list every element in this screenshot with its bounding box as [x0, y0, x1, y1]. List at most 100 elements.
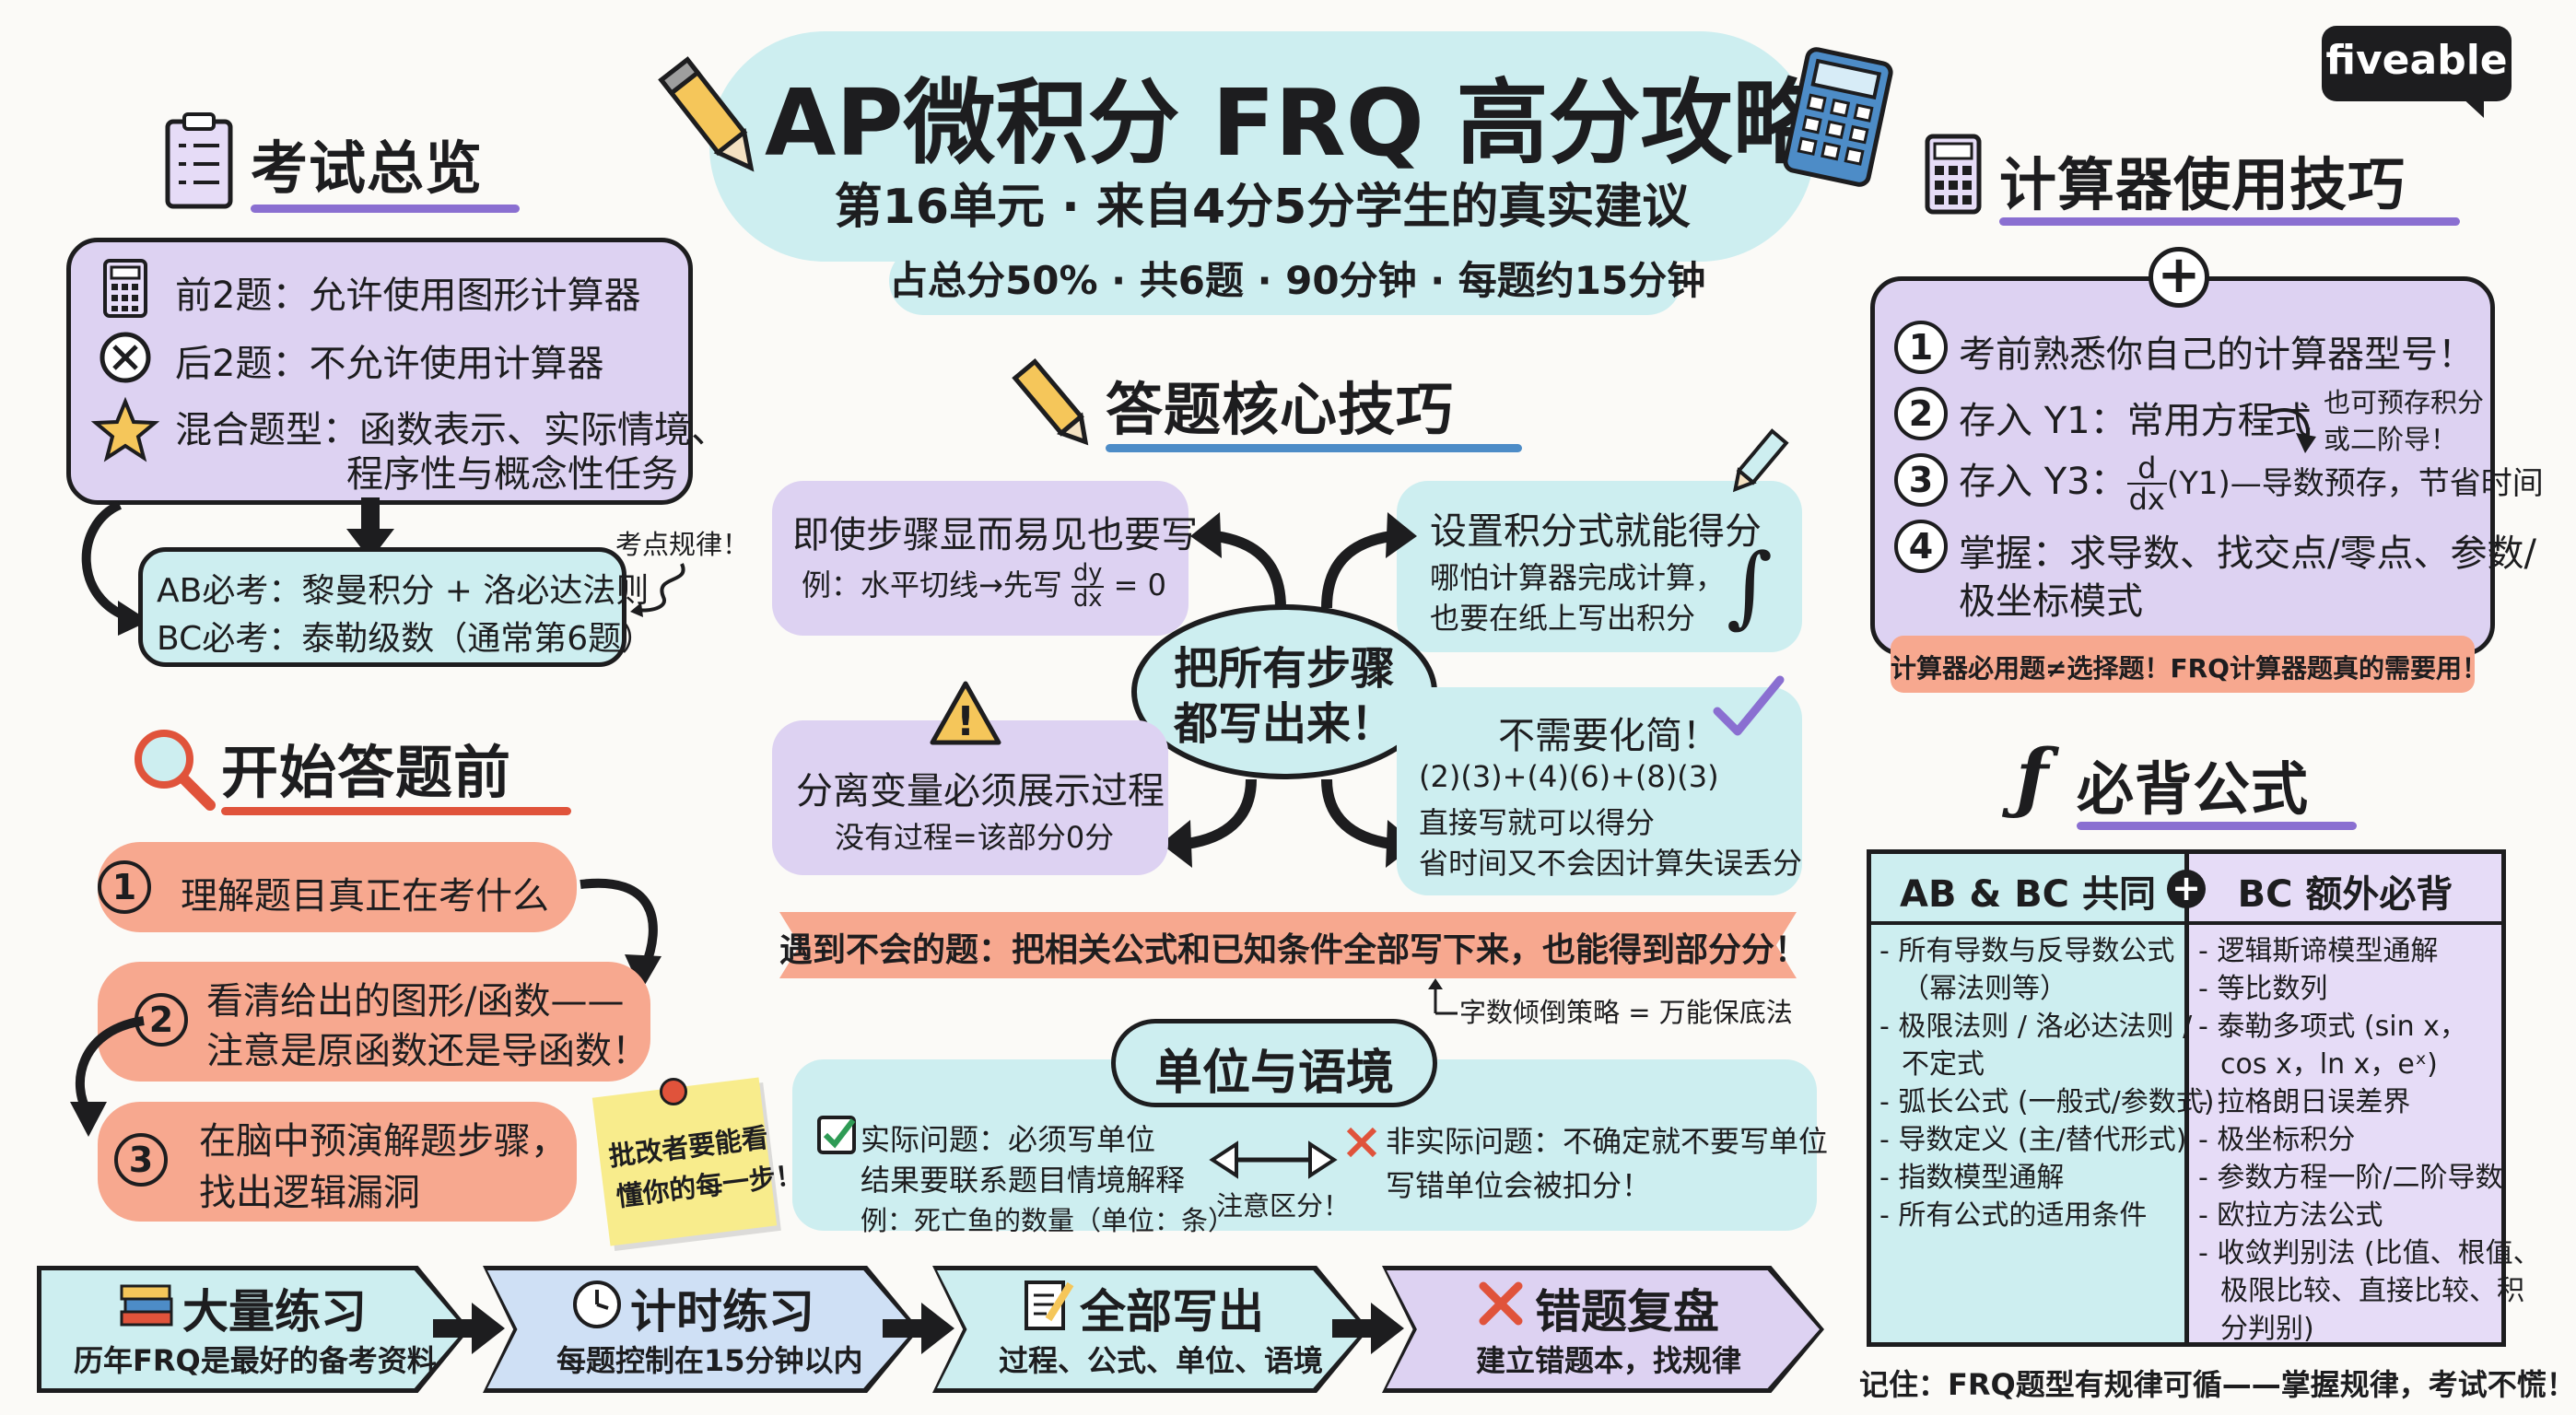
units-real-title: 实际问题：必须写单位: [861, 1122, 1156, 1157]
step-bar-write-all-sub: 过程、公式、单位、语境: [999, 1343, 1324, 1378]
list-item: - 所有公式的适用条件: [1879, 1199, 2148, 1232]
exam-pattern-note: 考点规律！: [615, 529, 750, 560]
overview-item-2: 后2题：不允许使用计算器: [175, 343, 604, 385]
tip-separation-line1: 没有过程=该部分0分: [835, 820, 1115, 855]
x-mark-icon: [1346, 1127, 1377, 1158]
clipboard-icon: [165, 112, 233, 209]
title-banner: [709, 31, 1815, 262]
pencil-icon: [1732, 428, 1789, 493]
list-item: - 欧拉方法公式: [2198, 1199, 2383, 1232]
list-item: - 极限法则 / 洛必达法则 /: [1879, 1011, 2193, 1043]
magnifier-icon: [135, 730, 216, 811]
step-bar-practice-sub: 历年FRQ是最好的备考资料: [74, 1343, 437, 1378]
before-step-2-line2: 注意是原函数还是导函数！: [206, 1030, 649, 1072]
formulas-col-bc: [2189, 854, 2501, 1342]
before-step-3-line2: 找出逻辑漏洞: [199, 1172, 420, 1214]
pencil-icon: [1012, 357, 1089, 446]
calc-tip-1-text: 考前熟悉你自己的计算器型号！: [1959, 333, 2475, 376]
list-item: cos x，ln x，eˣ): [2220, 1048, 2438, 1081]
plus-icon: +: [2167, 870, 2206, 908]
curved-arrow-icon: [70, 1016, 145, 1137]
checkbox-checked-icon: [817, 1116, 856, 1154]
tip-setup-integral-line2: 也要在纸上写出积分: [1430, 601, 1696, 636]
list-item: - 等比数列: [2198, 973, 2328, 1005]
partial-credit-note: 字数倾倒策略 = 万能保底法: [1459, 997, 1793, 1028]
calculator-icon: [1925, 134, 1982, 215]
overview-card: [66, 238, 693, 505]
small-arrow-icon: [1428, 978, 1458, 1015]
no-calculator-icon: [100, 332, 151, 383]
function-icon: ƒ: [2016, 733, 2049, 822]
step-bar-practice-title: 大量练习: [182, 1285, 367, 1339]
list-item: - 导数定义 (主/替代形式): [1879, 1124, 2187, 1156]
overview-item-1: 前2题：允许使用图形计算器: [175, 275, 641, 317]
calculator-title-underline: [1999, 217, 2460, 226]
list-item: 不定式: [1902, 1048, 1985, 1081]
frac-top: dy: [1071, 559, 1105, 588]
pencil-icon: [658, 56, 755, 172]
list-item: - 指数模型通解: [1879, 1162, 2065, 1194]
formulas-bc-header: BC 额外必背: [2237, 873, 2453, 916]
curved-arrow-icon: [580, 878, 662, 991]
before-step-1-text: 理解题目真正在考什么: [181, 875, 549, 918]
x-mark-icon: [1479, 1281, 1523, 1326]
core-title-underline: [1106, 444, 1522, 452]
tip-card-setup-integral: [1397, 481, 1802, 652]
before-step-2-line1: 看清给出的图形/函数——: [206, 980, 625, 1023]
page-subtitle: 第16单元 · 来自4分5分学生的真实建议: [834, 180, 1691, 235]
list-item: - 泰勒多项式 (sin x，: [2198, 1011, 2467, 1043]
list-item: - 极坐标积分: [2198, 1124, 2356, 1156]
example-prefix: 例：水平切线→先写: [802, 567, 1062, 602]
center-callout-line1: 把所有步骤: [1173, 643, 1395, 695]
before-step-3-line1: 在脑中预演解题步骤，: [199, 1120, 568, 1163]
arrow-right-icon: [1332, 1303, 1404, 1354]
brand-logo-tail: [2460, 96, 2484, 118]
arrow-right-icon: [883, 1303, 954, 1354]
formulas-ab-list: - 所有导数与反导数公式 （幂法则等） - 极限法则 / 洛必达法则 / 不定式…: [1879, 932, 2215, 1234]
step-number-1: 1: [98, 860, 151, 914]
list-item: - 弧长公式 (一般式/参数式): [1879, 1086, 2215, 1118]
center-callout-line2: 都写出来！: [1173, 698, 1395, 750]
list-item: - 收敛判别法 (比值、根值、: [2198, 1237, 2541, 1269]
step-bar-timed-title: 计时练习: [630, 1285, 814, 1339]
page-title: AP微积分 FRQ 高分攻略: [765, 69, 1825, 177]
before-title-underline: [221, 807, 571, 815]
tip-no-simplify-line3: 省时间又不会因计算失误丢分: [1419, 846, 1803, 881]
calc-tip-2-aside1: 也可预存积分: [2324, 387, 2485, 418]
plus-icon: +: [2149, 247, 2209, 308]
warning-icon: !: [930, 681, 1001, 745]
center-callout: [1131, 604, 1437, 779]
tip-show-steps-title: 即使步骤显而易见也要写: [792, 514, 1198, 556]
frac-bottom: dx: [2128, 482, 2165, 517]
step-bar-timed: [483, 1266, 919, 1393]
curved-arrow-icon: [2269, 407, 2316, 453]
formulas-table: [1867, 849, 2506, 1347]
tip-card-separation: [772, 720, 1168, 875]
list-item: 分判别): [2220, 1313, 2314, 1345]
calc-tip-number-3: 3: [1894, 453, 1948, 507]
step-bar-write-all: [932, 1266, 1369, 1393]
before-step-2: [98, 962, 650, 1082]
frac-bottom: dx: [1073, 585, 1103, 613]
calculator-warning-text: 计算器必用题≠选择题！FRQ计算器题真的需要用！: [1891, 653, 2488, 684]
calculator-icon: [1783, 47, 1893, 187]
units-nonreal-line1: 写错单位会被扣分！: [1386, 1168, 1652, 1203]
list-item: （幂法则等）: [1902, 973, 2067, 1005]
pin-icon: [660, 1078, 687, 1105]
step-bar-review-title: 错题复盘: [1535, 1285, 1719, 1339]
units-real-line2: 例：死亡鱼的数量（单位：条）: [861, 1205, 1235, 1236]
squiggle-arrow-icon: [630, 563, 685, 617]
calc-tip-3-prefix: 存入 Y3：: [1959, 461, 2127, 503]
star-icon: [90, 396, 160, 462]
list-item: - 参数方程一阶/二阶导数: [2198, 1162, 2503, 1194]
calculator-warning-banner: [1891, 636, 2475, 693]
arrow-down-icon: [346, 497, 394, 560]
step-number-2: 2: [135, 993, 188, 1047]
overview-item-3-cont: 程序性与概念性任务: [346, 453, 678, 496]
calculator-icon: [103, 259, 147, 318]
calculator-card: [1870, 276, 2495, 656]
overview-title: 考试总览: [251, 134, 484, 202]
checkmark-icon: [1713, 675, 1785, 736]
